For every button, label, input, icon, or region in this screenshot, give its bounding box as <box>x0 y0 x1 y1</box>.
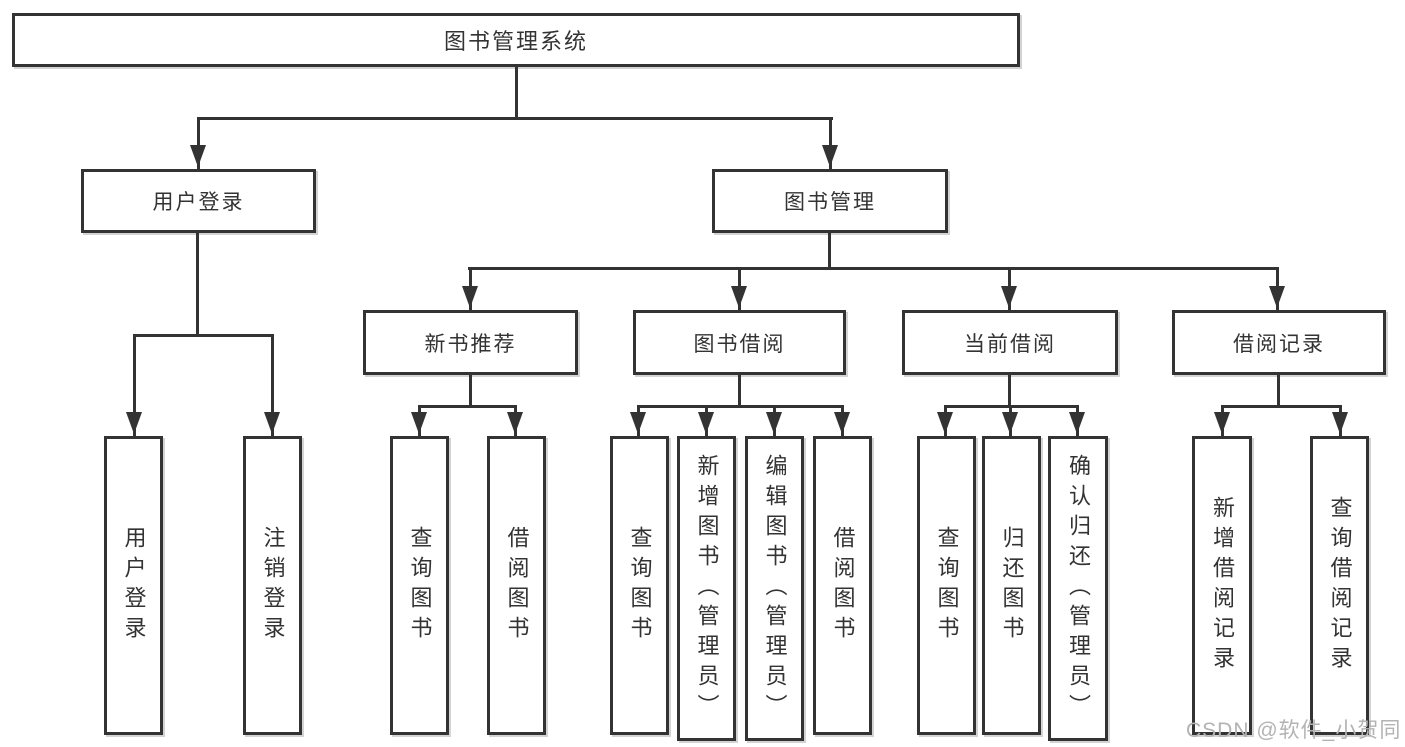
connector-line-horizontal <box>468 267 1279 270</box>
leaf-logout: 注销登录 <box>243 436 302 735</box>
leaf-nb-borrow-books: 借阅图书 <box>487 436 546 735</box>
arrowhead-down-icon <box>1001 286 1017 308</box>
arrowhead-down-icon <box>126 412 142 434</box>
node-user-login: 用户登录 <box>81 169 316 233</box>
connector-line-vertical <box>1008 373 1011 408</box>
connector-arrow-stem <box>133 336 136 436</box>
arrowhead-down-icon <box>1214 412 1230 434</box>
leaf-bb-borrow-books: 借阅图书 <box>813 436 872 735</box>
arrowhead-down-icon <box>937 412 953 434</box>
leaf-cb-query-books: 查询图书 <box>917 436 976 735</box>
connector-line-horizontal <box>637 405 844 408</box>
node-library-management-system: 图书管理系统 <box>12 13 1020 67</box>
leaf-cb-confirm-return-admin: 确认归还（管理员） <box>1048 436 1108 741</box>
leaf-bb-query-books: 查询图书 <box>610 436 669 735</box>
arrowhead-down-icon <box>1332 412 1348 434</box>
leaf-cb-return-books: 归还图书 <box>982 436 1041 735</box>
arrowhead-down-icon <box>190 145 206 167</box>
leaf-bb-edit-books-admin: 编辑图书（管理员） <box>745 436 804 741</box>
arrowhead-down-icon <box>731 286 747 308</box>
leaf-br-query-borrow-record: 查询借阅记录 <box>1310 436 1369 735</box>
connector-line-horizontal <box>133 334 274 337</box>
arrowhead-down-icon <box>1002 412 1018 434</box>
connector-arrow-stem <box>197 119 200 169</box>
arrowhead-down-icon <box>822 145 838 167</box>
arrowhead-down-icon <box>1269 286 1285 308</box>
arrowhead-down-icon <box>630 412 646 434</box>
connector-arrow-stem <box>829 119 832 169</box>
leaf-user-login: 用户登录 <box>104 436 163 735</box>
connector-line-vertical <box>1277 373 1280 408</box>
arrowhead-down-icon <box>698 412 714 434</box>
leaf-bb-add-books-admin: 新增图书（管理员） <box>677 436 736 741</box>
node-book-borrowing: 图书借阅 <box>633 310 846 375</box>
node-book-management: 图书管理 <box>712 169 948 233</box>
connector-line-vertical <box>196 231 199 337</box>
arrowhead-down-icon <box>766 412 782 434</box>
leaf-br-add-borrow-record: 新增借阅记录 <box>1192 436 1252 735</box>
node-new-book-recommendation: 新书推荐 <box>363 310 578 375</box>
arrowhead-down-icon <box>834 412 850 434</box>
arrowhead-down-icon <box>462 286 478 308</box>
connector-arrow-stem <box>271 336 274 436</box>
connector-line-vertical <box>469 373 472 408</box>
connector-line-horizontal <box>1221 405 1342 408</box>
connector-line-horizontal <box>197 117 833 120</box>
watermark: CSDN @软件_小贺同学 <box>1186 719 1402 742</box>
arrowhead-down-icon <box>1069 412 1085 434</box>
connector-line-vertical <box>828 231 831 270</box>
node-borrowing-records: 借阅记录 <box>1172 310 1386 375</box>
connector-line-vertical <box>515 64 518 120</box>
connector-line-horizontal <box>418 405 517 408</box>
leaf-nb-query-books: 查询图书 <box>390 436 449 735</box>
node-current-borrowing: 当前借阅 <box>902 310 1118 375</box>
arrowhead-down-icon <box>264 412 280 434</box>
connector-line-vertical <box>738 373 741 408</box>
connector-line-horizontal <box>944 405 1079 408</box>
arrowhead-down-icon <box>411 412 427 434</box>
arrowhead-down-icon <box>507 412 523 434</box>
